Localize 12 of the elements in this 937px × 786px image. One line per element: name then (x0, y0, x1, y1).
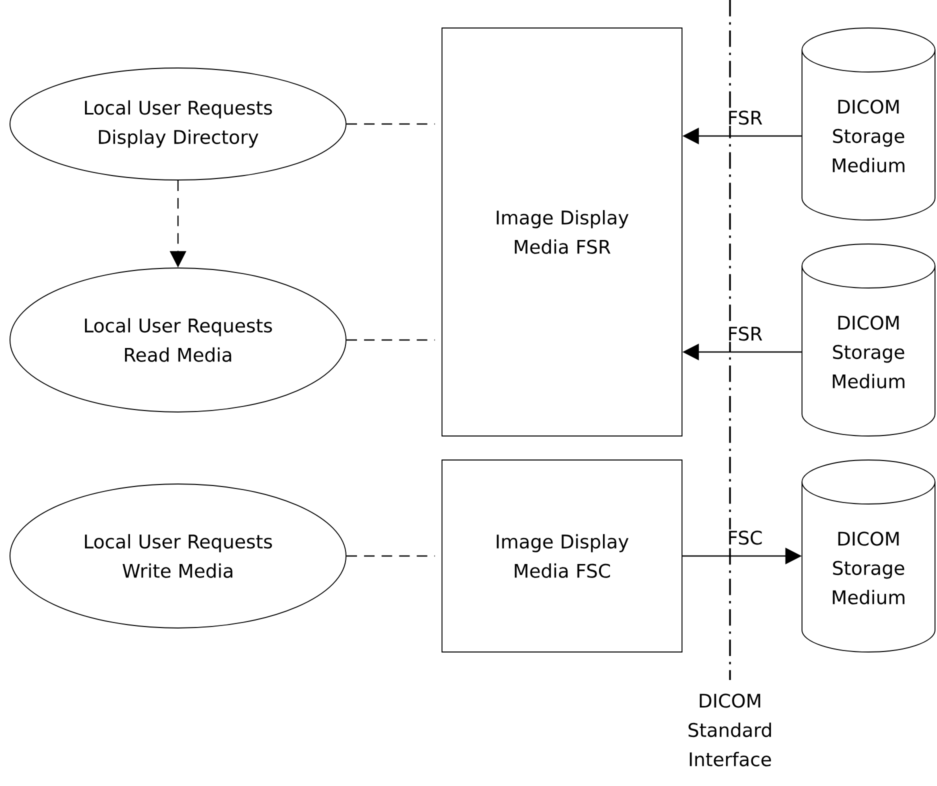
storage-cylinder: DICOM Storage Medium (802, 28, 936, 220)
edge-label: FSR (726, 109, 764, 126)
node-label: DICOM Storage Medium (832, 100, 904, 172)
interface-label: DICOM Standard Interface (688, 694, 771, 766)
storage-cylinder: DICOM Storage Medium (802, 244, 936, 436)
edge-label: FSC (726, 529, 764, 546)
node-label: DICOM Storage Medium (832, 532, 904, 604)
edge-label: FSR (726, 325, 764, 342)
node-label: DICOM Storage Medium (832, 316, 904, 388)
process-box: Image Display Media FSR (442, 28, 682, 436)
storage-cylinder: DICOM Storage Medium (802, 460, 936, 652)
process-box: Image Display Media FSC (442, 460, 682, 652)
